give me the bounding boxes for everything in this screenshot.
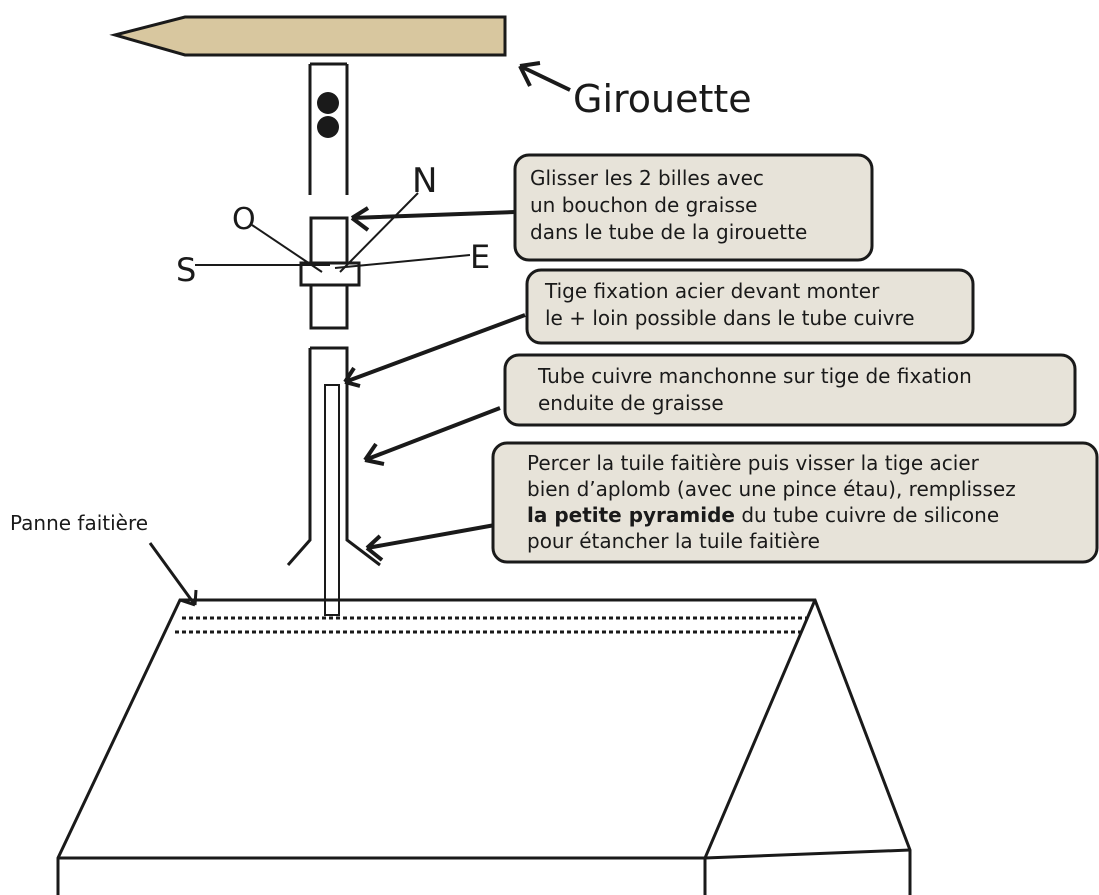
copper-tube-arrow <box>363 406 501 466</box>
note-drill-line1: Percer la tuile faitière puis visser la … <box>527 451 980 475</box>
note-balls <box>513 153 874 262</box>
steel-rod <box>324 384 340 616</box>
east-line <box>334 254 471 269</box>
note-copper-tube-line1: Tube cuivre manchonne sur tige de fixati… <box>537 364 972 388</box>
note-drill-line3: la petite pyramide du tube cuivre de sil… <box>527 503 999 527</box>
balls-arrow <box>350 206 516 232</box>
north-line <box>339 192 419 273</box>
ball-1 <box>317 92 339 114</box>
ball-2 <box>317 116 339 138</box>
note-drill <box>491 441 1099 564</box>
ridge-purlin-arrow <box>148 542 198 607</box>
north-label: N <box>412 161 437 201</box>
note-copper-tube-line2: enduite de graisse <box>538 391 724 415</box>
pyramid-arrow <box>365 523 496 562</box>
rod-arrow <box>343 313 526 388</box>
gable-eave <box>704 848 911 860</box>
note-balls-line2: un bouchon de graisse <box>530 193 758 217</box>
note-copper-tube <box>503 353 1077 427</box>
weathervane-label: Girouette <box>573 77 752 121</box>
note-rod-line1: Tige fixation acier devant monter <box>544 279 880 303</box>
weathervane-blade <box>109 15 507 57</box>
roof-outline <box>56 598 912 895</box>
copper-tube-outline <box>310 346 381 567</box>
note-drill-line3-rest: du tube cuivre de silicone <box>735 503 999 527</box>
note-balls-line1: Glisser les 2 billes avec <box>530 166 764 190</box>
copper-tube-outline-left <box>286 348 312 566</box>
note-rod <box>525 268 975 345</box>
west-label: O <box>232 202 256 237</box>
note-rod-line2: le + loin possible dans le tube cuivre <box>545 306 915 330</box>
weathervane-arrow <box>518 61 571 92</box>
note-drill-bold: la petite pyramide <box>527 503 735 527</box>
ridge-purlin-label: Panne faitière <box>10 511 148 535</box>
note-drill-line2: bien d’aplomb (avec une pince étau), rem… <box>527 477 1016 501</box>
note-balls-line3: dans le tube de la girouette <box>530 220 807 244</box>
south-label: S <box>176 251 196 289</box>
west-line <box>251 224 323 273</box>
note-drill-line4: pour étancher la tuile faitière <box>527 529 820 553</box>
east-label: E <box>470 238 490 276</box>
roof-gable <box>703 599 817 895</box>
